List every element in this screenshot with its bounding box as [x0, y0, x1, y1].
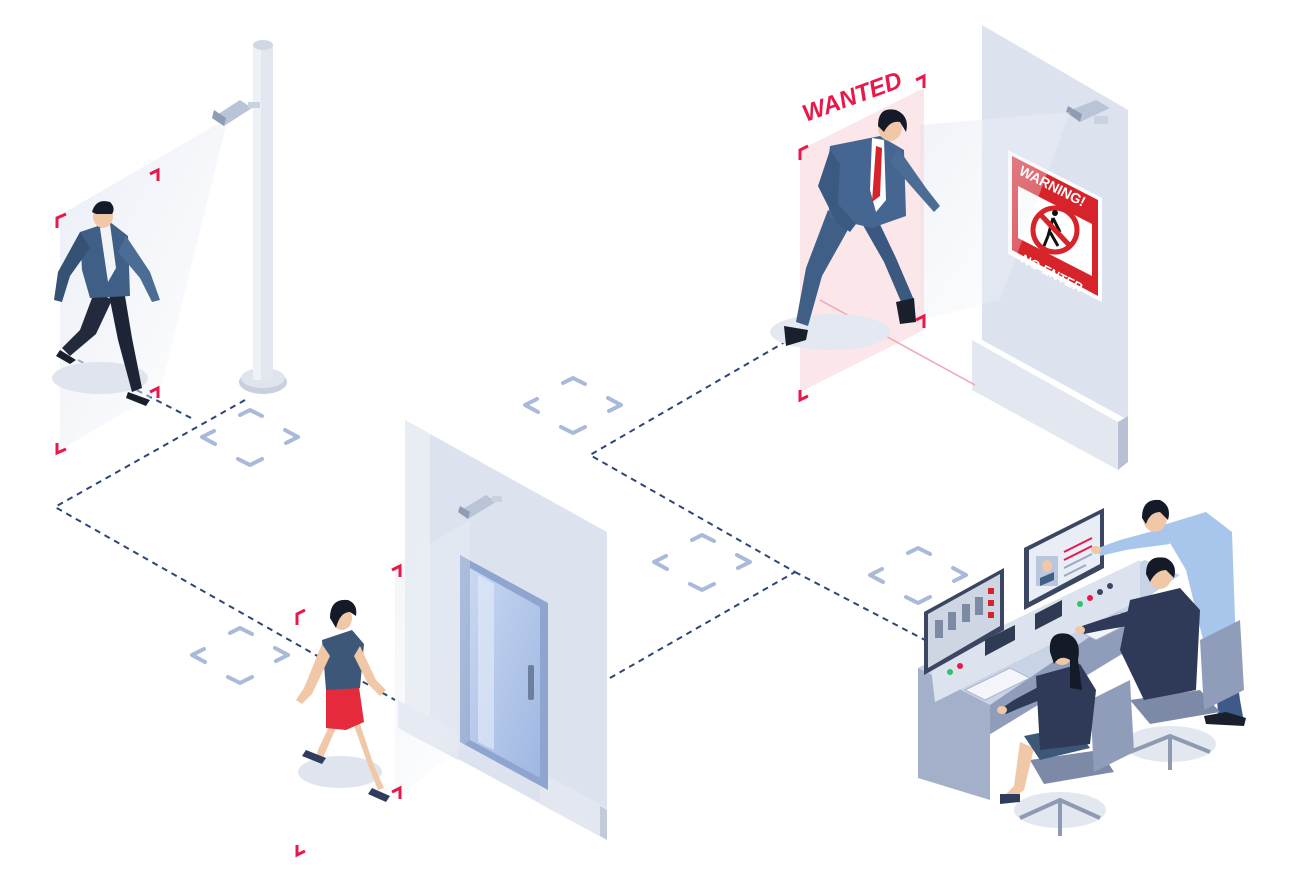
control-room: [918, 508, 1180, 800]
detection-frame: [295, 563, 402, 858]
wanted-man: [770, 109, 940, 350]
chair-right: [1124, 620, 1244, 770]
network-lines: [52, 341, 926, 701]
camera-icon: [1066, 100, 1110, 124]
walking-woman: [296, 599, 390, 802]
monitor-left: [924, 568, 1004, 675]
monitor-right: [1024, 508, 1104, 610]
bracket-markers: [190, 376, 968, 685]
seated-man: [1075, 557, 1200, 700]
bracket-marker: [190, 626, 290, 685]
seated-woman: [997, 633, 1096, 804]
camera-icon: [212, 100, 260, 126]
walking-man: [52, 201, 160, 406]
camera-icon: [458, 495, 502, 519]
glass-door: [460, 555, 548, 790]
bracket-marker: [868, 546, 968, 605]
bracket-marker: [200, 408, 300, 467]
no-entry-icon: [1030, 205, 1080, 255]
control-buttons: [947, 583, 1113, 675]
door-wall: [395, 420, 607, 840]
bracket-marker: [523, 376, 623, 435]
detection-frame: [55, 167, 160, 456]
warning-wall: WARNING! NO ENTER: [920, 25, 1128, 470]
chair-left: [1014, 680, 1134, 836]
bracket-marker: [652, 533, 752, 592]
